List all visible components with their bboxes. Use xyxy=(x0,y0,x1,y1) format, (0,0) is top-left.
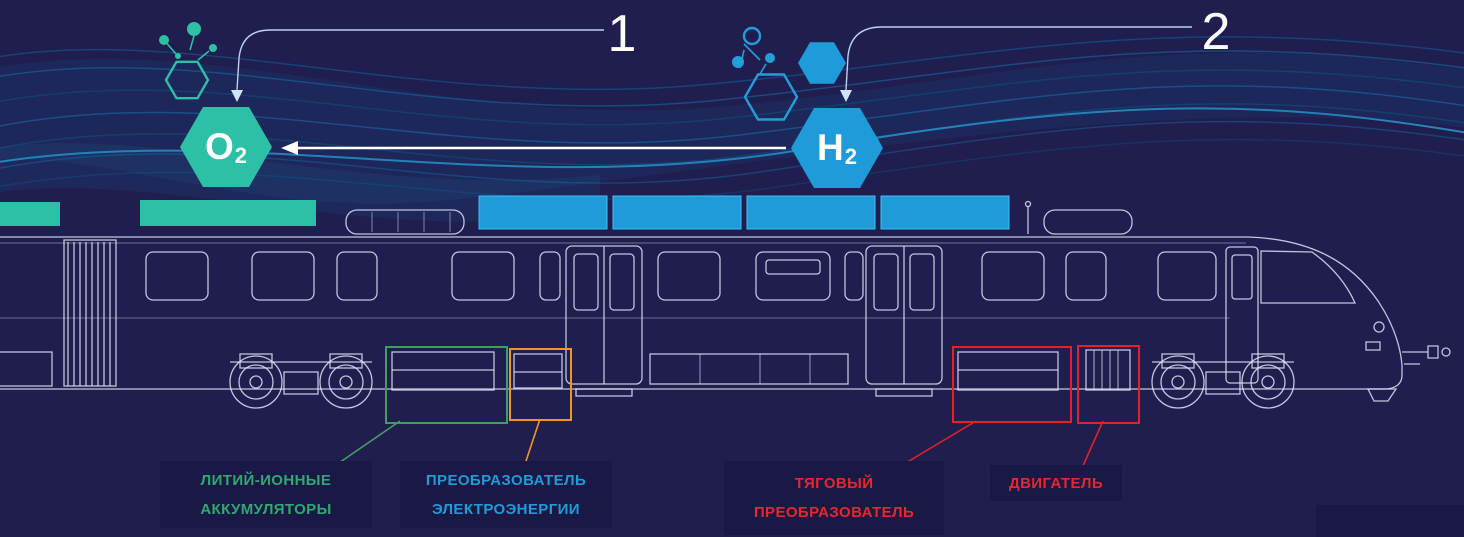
roof-hydrogen-tank-modules xyxy=(478,195,1010,230)
o2-subscript: 2 xyxy=(234,143,248,168)
traction-label-line1: ТЯГОВЫЙ xyxy=(794,475,874,492)
converter-label-line2: ЭЛЕКТРОЭНЕРГИИ xyxy=(432,500,580,518)
marker-1: 1 xyxy=(607,5,637,63)
roof-equipment xyxy=(345,200,1133,235)
marker-2: 2 xyxy=(1201,3,1231,61)
h2-molecule-cluster xyxy=(732,26,846,121)
batteries-label-line2: АККУМУЛЯТОРЫ xyxy=(200,500,332,518)
train-body xyxy=(0,200,1451,409)
traction-label-line2: ПРЕОБРАЗОВАТЕЛЬ xyxy=(753,504,915,521)
traction-converter-label: ТЯГОВЫЙ ПРЕОБРАЗОВАТЕЛЬ xyxy=(724,461,944,535)
motor-leader-line xyxy=(1081,420,1104,469)
bogie-right xyxy=(1151,353,1295,409)
o2-hexagon xyxy=(180,107,272,187)
motor-label-line1: ДВИГАТЕЛЬ xyxy=(1008,474,1104,492)
h2-hexagon xyxy=(791,108,883,188)
o2-symbol: O xyxy=(204,126,234,167)
converter-highlight-box xyxy=(509,348,572,421)
bottom-right-panel xyxy=(1316,505,1464,537)
marker-2-pointer xyxy=(840,26,1192,102)
batteries-label-line1: ЛИТИЙ-ИОННЫЕ xyxy=(200,471,332,489)
gangway-bellows xyxy=(63,239,117,387)
passenger-doors xyxy=(565,245,943,397)
batteries-label: ЛИТИЙ-ИОННЫЕ АККУМУЛЯТОРЫ xyxy=(160,461,372,528)
traction-leader-line xyxy=(898,420,977,468)
underfloor-equipment xyxy=(0,349,1131,391)
o2-molecule-cluster xyxy=(159,22,217,100)
roof-battery-modules xyxy=(0,200,316,226)
marker-1-pointer xyxy=(231,29,604,102)
converter-label-line1: ПРЕОБРАЗОВАТЕЛЬ xyxy=(425,471,587,489)
motor-label: ДВИГАТЕЛЬ xyxy=(990,465,1122,501)
motor-highlight-box xyxy=(1077,345,1140,424)
converter-label: ПРЕОБРАЗОВАТЕЛЬ ЭЛЕКТРОЭНЕРГИИ xyxy=(400,461,612,528)
callout-leader-lines xyxy=(332,418,1104,469)
batteries-leader-line xyxy=(332,420,401,468)
h2-to-o2-arrow xyxy=(281,141,786,155)
converter-leader-line xyxy=(523,418,541,468)
traction-converter-highlight-box xyxy=(952,346,1072,423)
bogie-left xyxy=(229,353,373,409)
batteries-highlight-box xyxy=(385,346,508,424)
windows xyxy=(145,251,1217,301)
h2-subscript: 2 xyxy=(844,144,857,169)
h2-symbol: H xyxy=(817,127,844,168)
